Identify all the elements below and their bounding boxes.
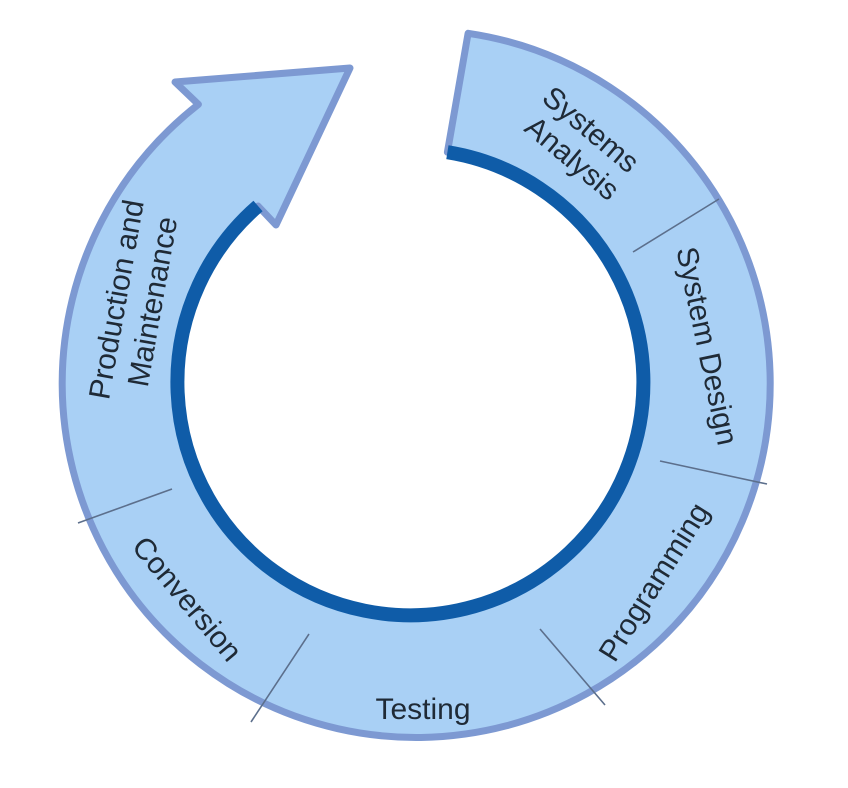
stage-label-testing: Testing [375,693,470,726]
divider-testing-conversion [250,633,310,723]
divider-conversion-production [77,488,173,524]
divider-programming-testing [539,628,606,706]
cycle-inner-edge [170,145,651,623]
cycle-ring [58,29,774,741]
divider-design-programming [659,460,768,485]
stage-dividers [77,198,768,723]
divider-analysis-design [632,198,720,253]
